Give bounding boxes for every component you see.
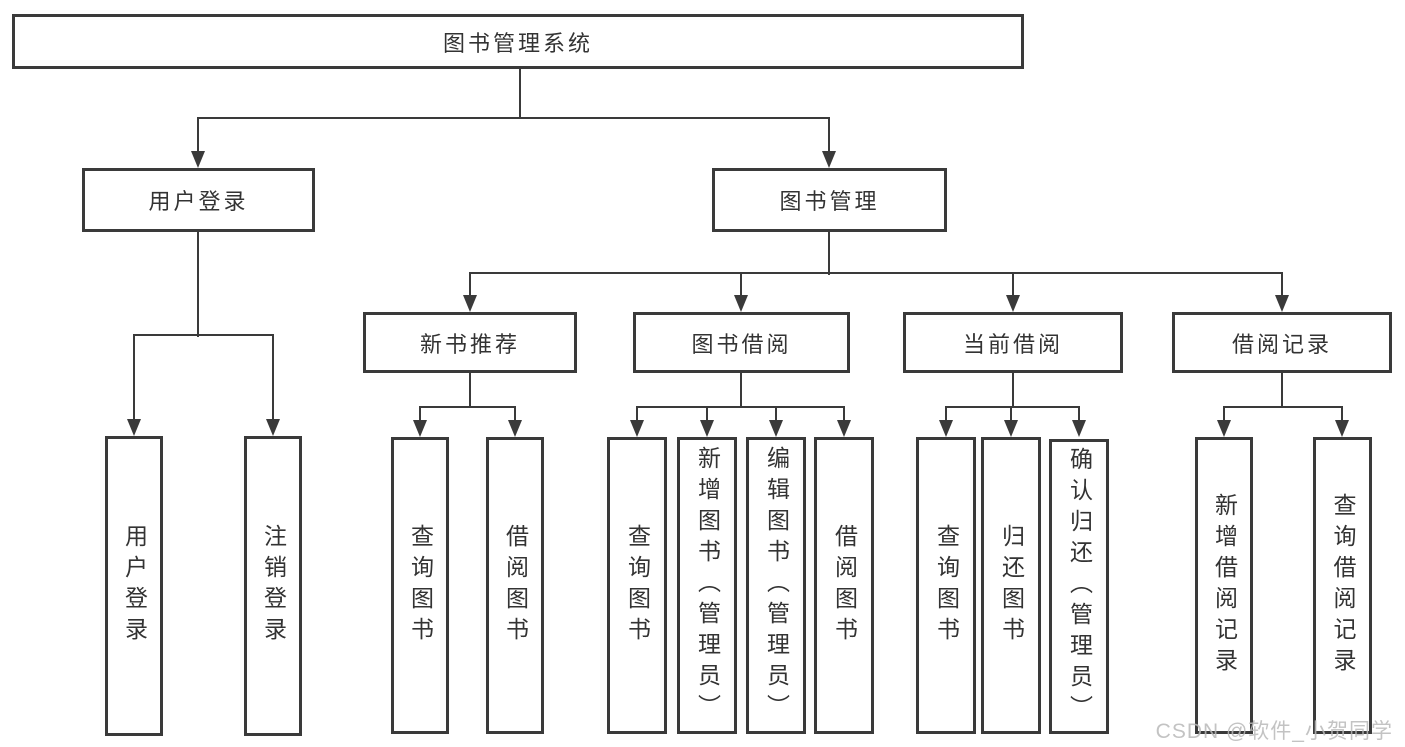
node-current-borrowing: 当前借阅 (903, 312, 1123, 373)
leaf-user-login: 用户登录 (105, 436, 163, 736)
arrow-down-icon (1005, 295, 1020, 312)
connector-line (774, 407, 778, 423)
connector-line (827, 232, 831, 275)
arrow-down-icon (462, 295, 477, 312)
leaf-logout-login: 注销登录 (244, 436, 302, 736)
leaf-records-query-borrow-record: 查询借阅记录 (1313, 437, 1372, 734)
leaf-newrec-query-books: 查询图书 (391, 437, 449, 734)
connector-line (196, 118, 200, 152)
connector-line (418, 407, 422, 423)
arrow-down-icon (507, 420, 522, 437)
leaf-current-confirm-return-admin: 确认归还（管理员） (1049, 439, 1109, 734)
connector-line (196, 116, 831, 120)
node-user-login: 用户登录 (82, 168, 315, 232)
connector-line (842, 407, 846, 423)
connector-line (1077, 407, 1081, 423)
csdn-watermark: CSDN @软件_小贺同学 (1155, 720, 1393, 743)
connector-line (513, 407, 517, 423)
arrow-down-icon (699, 420, 714, 437)
connector-line (132, 333, 275, 337)
connector-line (468, 271, 1284, 275)
arrow-down-icon (938, 420, 953, 437)
leaf-borrowing-add-books-admin: 新增图书（管理员） (677, 437, 737, 734)
arrow-down-icon (1216, 420, 1231, 437)
node-book-borrowing: 图书借阅 (633, 312, 850, 373)
node-new-book-recommendation: 新书推荐 (363, 312, 577, 373)
arrow-down-icon (629, 420, 644, 437)
arrow-down-icon (768, 420, 783, 437)
leaf-borrowing-edit-books-admin: 编辑图书（管理员） (746, 437, 806, 734)
connector-line (739, 273, 743, 297)
connector-line (418, 405, 517, 409)
node-library-management-system: 图书管理系统 (12, 14, 1024, 69)
connector-line (1222, 407, 1226, 423)
arrow-down-icon (836, 420, 851, 437)
connector-line (635, 405, 846, 409)
connector-line (1011, 372, 1015, 408)
connector-line (739, 372, 743, 408)
arrow-down-icon (1334, 420, 1349, 437)
connector-line (468, 372, 472, 408)
connector-line (132, 335, 136, 423)
leaf-current-query-books: 查询图书 (916, 437, 976, 734)
arrow-down-icon (412, 420, 427, 437)
connector-line (468, 273, 472, 297)
connector-line (1340, 407, 1344, 423)
connector-line (635, 407, 639, 423)
node-book-management: 图书管理 (712, 168, 947, 232)
connector-line (1280, 372, 1284, 408)
connector-line (196, 232, 200, 337)
arrow-down-icon (190, 151, 205, 168)
connector-line (944, 405, 1081, 409)
connector-line (1009, 407, 1013, 423)
leaf-borrowing-query-books: 查询图书 (607, 437, 667, 734)
leaf-borrowing-borrow-books: 借阅图书 (814, 437, 874, 734)
arrow-down-icon (265, 419, 280, 436)
leaf-records-add-borrow-record: 新增借阅记录 (1195, 437, 1253, 734)
connector-line (271, 335, 275, 423)
connector-line (518, 69, 522, 119)
arrow-down-icon (126, 419, 141, 436)
leaf-newrec-borrow-books: 借阅图书 (486, 437, 544, 734)
connector-line (827, 118, 831, 152)
connector-line (1222, 405, 1344, 409)
connector-line (705, 407, 709, 423)
node-borrowing-records: 借阅记录 (1172, 312, 1392, 373)
arrow-down-icon (1003, 420, 1018, 437)
connector-line (1280, 273, 1284, 297)
connector-line (1011, 273, 1015, 297)
connector-line (944, 407, 948, 423)
arrow-down-icon (821, 151, 836, 168)
arrow-down-icon (1274, 295, 1289, 312)
arrow-down-icon (1071, 420, 1086, 437)
leaf-current-return-books: 归还图书 (981, 437, 1041, 734)
arrow-down-icon (733, 295, 748, 312)
